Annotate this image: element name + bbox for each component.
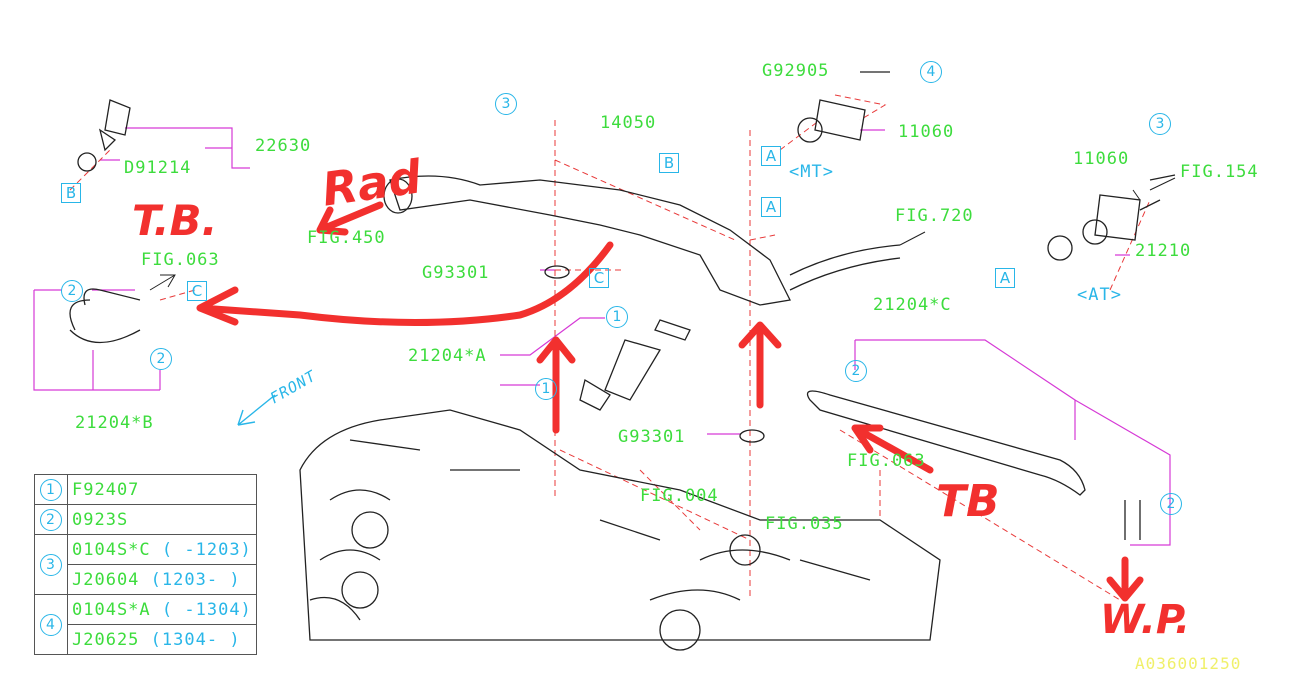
red-annotation-arrows <box>196 201 1144 602</box>
annotation-rad: Rad <box>318 149 425 217</box>
coolant-pipe-14050 <box>383 175 901 306</box>
ref-circle-2: 2 <box>150 348 172 370</box>
legend-part: J20625 <box>72 629 140 650</box>
ref-box-b: B <box>61 183 81 203</box>
part-label-11060-at: 11060 <box>1073 149 1130 169</box>
diagram-code: A036001250 <box>1135 654 1242 673</box>
part-label-22630: 22630 <box>255 136 312 156</box>
mt-label: <MT> <box>789 162 834 182</box>
ref-circle-1: 1 <box>535 378 557 400</box>
part-label-g92905: G92905 <box>762 61 830 81</box>
ref-box-a: A <box>761 146 781 166</box>
front-arrow-icon <box>237 394 276 426</box>
legend-part: 0104S*A <box>72 599 151 620</box>
ref-circle-3: 3 <box>495 93 517 115</box>
part-label-11060-mt: 11060 <box>898 122 955 142</box>
parts-shapes <box>69 71 1176 651</box>
part-label-21204a: 21204*A <box>408 346 487 366</box>
part-label-14050: 14050 <box>600 113 657 133</box>
legend-number: 2 <box>40 508 62 531</box>
fig-ref-720[interactable]: FIG.720 <box>895 206 974 226</box>
legend-range: (1304- ) <box>150 629 241 650</box>
legend-part: F92407 <box>72 479 140 500</box>
ref-box-c: C <box>187 281 207 301</box>
leader-lines <box>33 127 1171 546</box>
legend-range: (1203- ) <box>150 569 241 590</box>
ref-circle-3: 3 <box>1149 113 1171 135</box>
fig-ref-035[interactable]: FIG.035 <box>765 514 844 534</box>
part-label-21204b: 21204*B <box>75 413 154 433</box>
legend-range: ( -1203) <box>161 539 252 560</box>
part-label-21204c: 21204*C <box>873 295 952 315</box>
ref-circle-4: 4 <box>920 61 942 83</box>
fig-ref-154[interactable]: FIG.154 <box>1180 162 1259 182</box>
ref-box-c: C <box>589 268 609 288</box>
fig-ref-063-lower[interactable]: FIG.063 <box>847 451 926 471</box>
part-label-g93301-lower: G93301 <box>618 427 686 447</box>
legend-part: J20604 <box>72 569 140 590</box>
annotation-wp: W.P. <box>1100 597 1191 643</box>
ref-circle-2: 2 <box>1160 493 1182 515</box>
part-label-d91214: D91214 <box>124 158 192 178</box>
ref-box-a: A <box>761 197 781 217</box>
legend-number: 4 <box>40 613 62 636</box>
annotation-tb: T.B. <box>132 196 218 245</box>
ref-box-b: B <box>659 153 679 173</box>
fig-ref-004[interactable]: FIG.004 <box>640 486 719 506</box>
legend-row: 2 0923S <box>34 504 257 535</box>
at-label: <AT> <box>1077 285 1122 305</box>
part-label-21210: 21210 <box>1135 241 1192 261</box>
ref-circle-2: 2 <box>845 360 867 382</box>
fastener-legend-table: 1 F92407 2 0923S 3 0104S*C ( -1203) J20604 … <box>34 474 257 655</box>
fig-ref-063[interactable]: FIG.063 <box>141 250 220 270</box>
legend-row: 4 0104S*A ( -1304) <box>34 594 257 655</box>
arrows <box>149 177 1176 291</box>
ref-circle-2: 2 <box>61 280 83 302</box>
part-label-g93301: G93301 <box>422 263 490 283</box>
ref-circle-1: 1 <box>606 306 628 328</box>
legend-row: 3 0104S*C ( -1203) <box>34 534 257 595</box>
fig-ref-450[interactable]: FIG.450 <box>307 228 386 248</box>
legend-part: 0923S <box>72 509 129 530</box>
legend-row: J20625 (1304- ) <box>35 624 257 655</box>
legend-part: 0104S*C <box>72 539 151 560</box>
legend-row: J20604 (1203- ) <box>35 564 257 595</box>
legend-number: 1 <box>40 478 62 501</box>
legend-number: 3 <box>40 553 62 576</box>
legend-row: 1 F92407 <box>34 474 257 505</box>
annotation-tb-2: TB <box>936 476 1000 527</box>
ref-box-a: A <box>995 268 1015 288</box>
legend-range: ( -1304) <box>161 599 252 620</box>
